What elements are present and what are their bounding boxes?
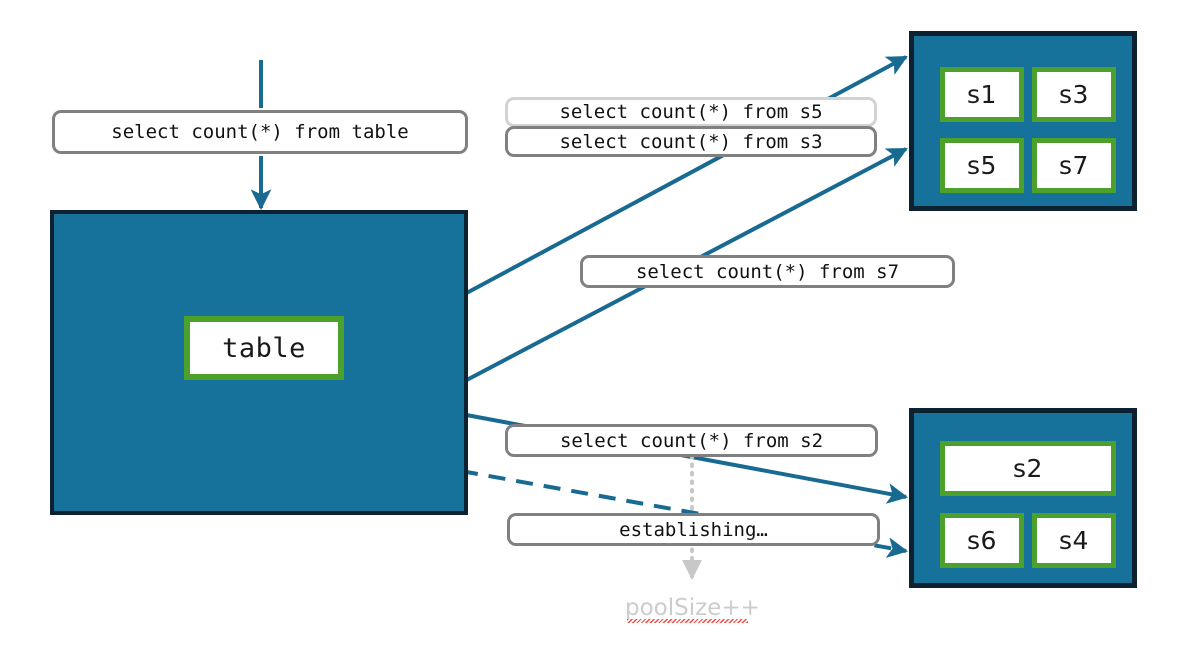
node-s7[interactable]: s7 [1032,138,1116,193]
chip-query-s7-label: select count(*) from s7 [635,260,900,283]
node-s1[interactable]: s1 [940,67,1024,122]
chip-query-s2-label: select count(*) from s2 [559,429,824,452]
node-s7-label: s7 [1059,151,1089,180]
node-table[interactable]: table [184,316,344,380]
chip-establishing-label: establishing… [619,518,768,541]
chip-query-s7[interactable]: select count(*) from s7 [580,255,955,288]
chip-source-query-label: select count(*) from table [111,121,409,143]
chip-source-query[interactable]: select count(*) from table [52,110,468,154]
chip-query-s2[interactable]: select count(*) from s2 [505,424,878,457]
upper-cluster[interactable]: s1 s3 s5 s7 [909,31,1137,211]
node-table-label: table [222,332,306,364]
annotation-poolsize: poolSize++ [625,595,760,623]
table-cluster[interactable]: table [50,210,468,515]
annotation-poolsize-text: poolSize++ [625,595,760,621]
chip-query-s5[interactable]: select count(*) from s5 [505,97,877,127]
node-s6[interactable]: s6 [940,513,1024,568]
chip-query-s3[interactable]: select count(*) from s3 [505,126,877,157]
chip-query-s5-label: select count(*) from s5 [559,101,823,123]
node-s4[interactable]: s4 [1032,513,1116,568]
chip-establishing[interactable]: establishing… [507,513,880,546]
node-s2-label: s2 [1013,454,1043,483]
spellcheck-underline [627,619,748,623]
node-s2[interactable]: s2 [940,441,1116,496]
lower-cluster[interactable]: s2 s6 s4 [909,408,1137,588]
node-s6-label: s6 [967,526,997,555]
chip-query-s3-label: select count(*) from s3 [559,130,823,153]
node-s1-label: s1 [967,80,997,109]
node-s5[interactable]: s5 [940,138,1024,193]
node-s3-label: s3 [1059,80,1089,109]
node-s3[interactable]: s3 [1032,67,1116,122]
node-s4-label: s4 [1059,526,1089,555]
node-s5-label: s5 [967,151,997,180]
